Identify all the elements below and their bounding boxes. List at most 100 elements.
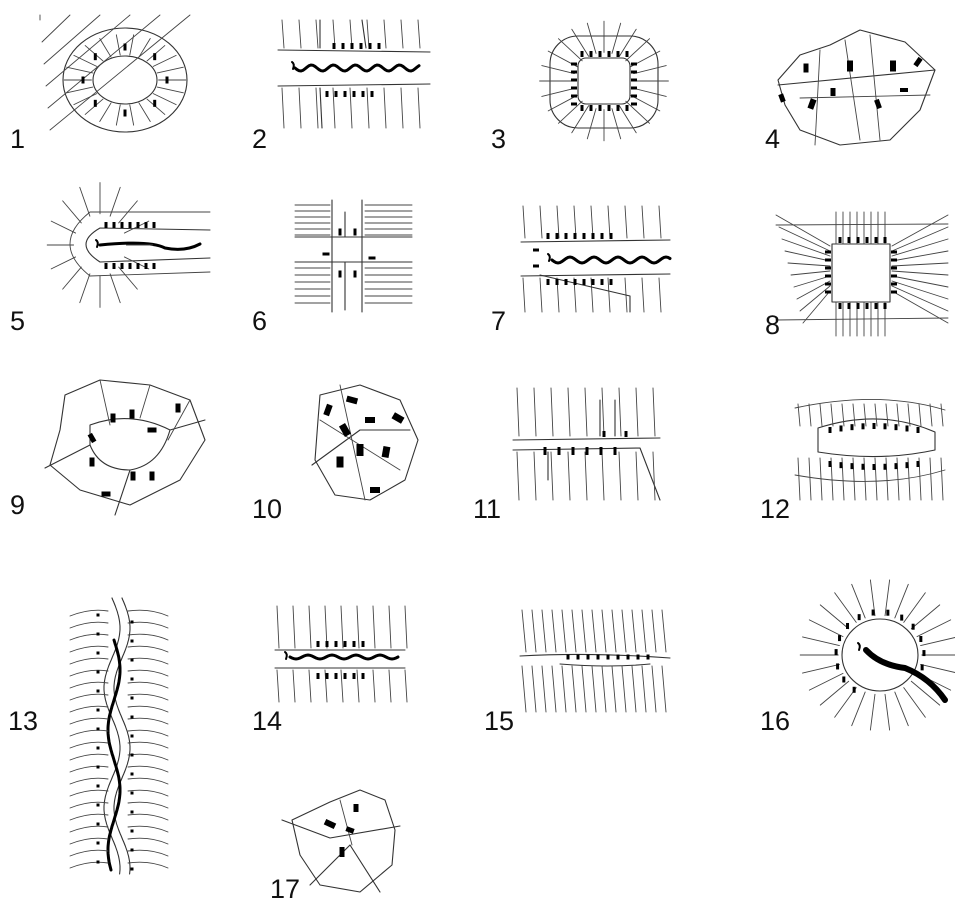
house xyxy=(884,303,887,309)
road xyxy=(513,438,660,440)
field-boundary xyxy=(532,666,536,712)
house xyxy=(131,621,134,624)
house xyxy=(571,79,577,82)
road xyxy=(115,470,130,515)
field-boundary xyxy=(401,20,403,48)
house xyxy=(917,461,920,467)
road xyxy=(70,694,108,700)
field-boundary xyxy=(277,670,279,702)
field-boundary xyxy=(139,103,150,122)
field-boundary xyxy=(585,388,587,436)
house xyxy=(891,251,897,254)
road xyxy=(128,718,168,724)
house xyxy=(846,623,849,629)
hamlet-outline xyxy=(50,380,205,505)
field-boundary xyxy=(389,670,391,702)
field-boundary xyxy=(153,55,176,66)
sketch-1 xyxy=(40,15,190,132)
field-boundary xyxy=(809,673,843,690)
sketch-15 xyxy=(520,610,670,712)
house xyxy=(574,233,577,239)
house xyxy=(121,222,124,228)
field-boundary xyxy=(572,29,589,56)
house xyxy=(631,103,637,106)
house xyxy=(631,71,637,74)
house xyxy=(857,237,860,243)
house xyxy=(577,655,580,660)
sketch-2 xyxy=(278,20,430,128)
house xyxy=(900,88,908,92)
house xyxy=(153,263,156,269)
house xyxy=(631,95,637,98)
field-boundary xyxy=(67,87,93,93)
field-boundary xyxy=(776,215,830,246)
house xyxy=(862,423,865,429)
house xyxy=(137,263,140,269)
road xyxy=(70,778,108,784)
house xyxy=(370,487,380,493)
field-boundary xyxy=(642,278,644,312)
house xyxy=(354,804,359,812)
field-boundary xyxy=(63,267,82,289)
house xyxy=(326,673,329,679)
field-boundary xyxy=(74,55,97,66)
panel-label-7: 7 xyxy=(491,306,506,336)
field-boundary xyxy=(534,452,536,500)
road xyxy=(128,730,168,736)
house xyxy=(912,624,915,630)
house xyxy=(345,826,354,833)
field-boundary xyxy=(309,670,311,702)
field-boundary xyxy=(572,666,576,712)
house xyxy=(150,472,155,481)
road xyxy=(70,682,108,688)
house xyxy=(137,222,140,228)
house xyxy=(344,91,347,97)
field-boundary xyxy=(897,404,899,426)
village-green xyxy=(842,619,918,691)
house xyxy=(346,396,358,405)
house xyxy=(840,425,843,431)
house xyxy=(631,79,637,82)
field-boundary xyxy=(100,39,111,58)
house xyxy=(571,63,577,66)
field-boundary xyxy=(788,263,830,266)
field-boundary xyxy=(612,610,616,652)
house xyxy=(829,461,832,467)
field-boundary xyxy=(405,670,407,702)
field-boundary xyxy=(809,458,811,500)
house xyxy=(323,404,332,416)
field-boundary xyxy=(592,666,596,712)
field-boundary xyxy=(632,666,636,712)
field-boundary xyxy=(558,39,582,61)
field-boundary xyxy=(585,452,587,500)
house xyxy=(166,77,169,84)
house xyxy=(353,91,356,97)
field-boundary xyxy=(659,278,661,312)
field-boundary xyxy=(835,593,857,623)
field-boundary xyxy=(522,666,526,712)
field-boundary xyxy=(659,206,661,238)
house xyxy=(323,253,330,256)
field-boundary xyxy=(626,101,650,123)
sketch-6 xyxy=(295,200,412,312)
field-boundary xyxy=(552,666,556,712)
panel-label-12: 12 xyxy=(760,494,790,524)
house xyxy=(835,649,838,655)
house xyxy=(131,773,134,776)
panel-label-6: 6 xyxy=(252,306,267,336)
sketch-3 xyxy=(540,21,669,141)
road xyxy=(795,470,945,481)
house xyxy=(533,265,539,268)
sketch-13 xyxy=(70,598,168,874)
road xyxy=(845,40,860,140)
field-boundary xyxy=(572,610,576,652)
field-boundary xyxy=(653,452,655,500)
house xyxy=(533,249,539,252)
stream xyxy=(866,650,945,700)
field-boundary xyxy=(625,206,627,238)
house xyxy=(610,279,613,285)
house xyxy=(335,91,338,97)
house xyxy=(131,697,134,700)
spring-mark xyxy=(285,652,287,659)
house xyxy=(354,271,357,278)
